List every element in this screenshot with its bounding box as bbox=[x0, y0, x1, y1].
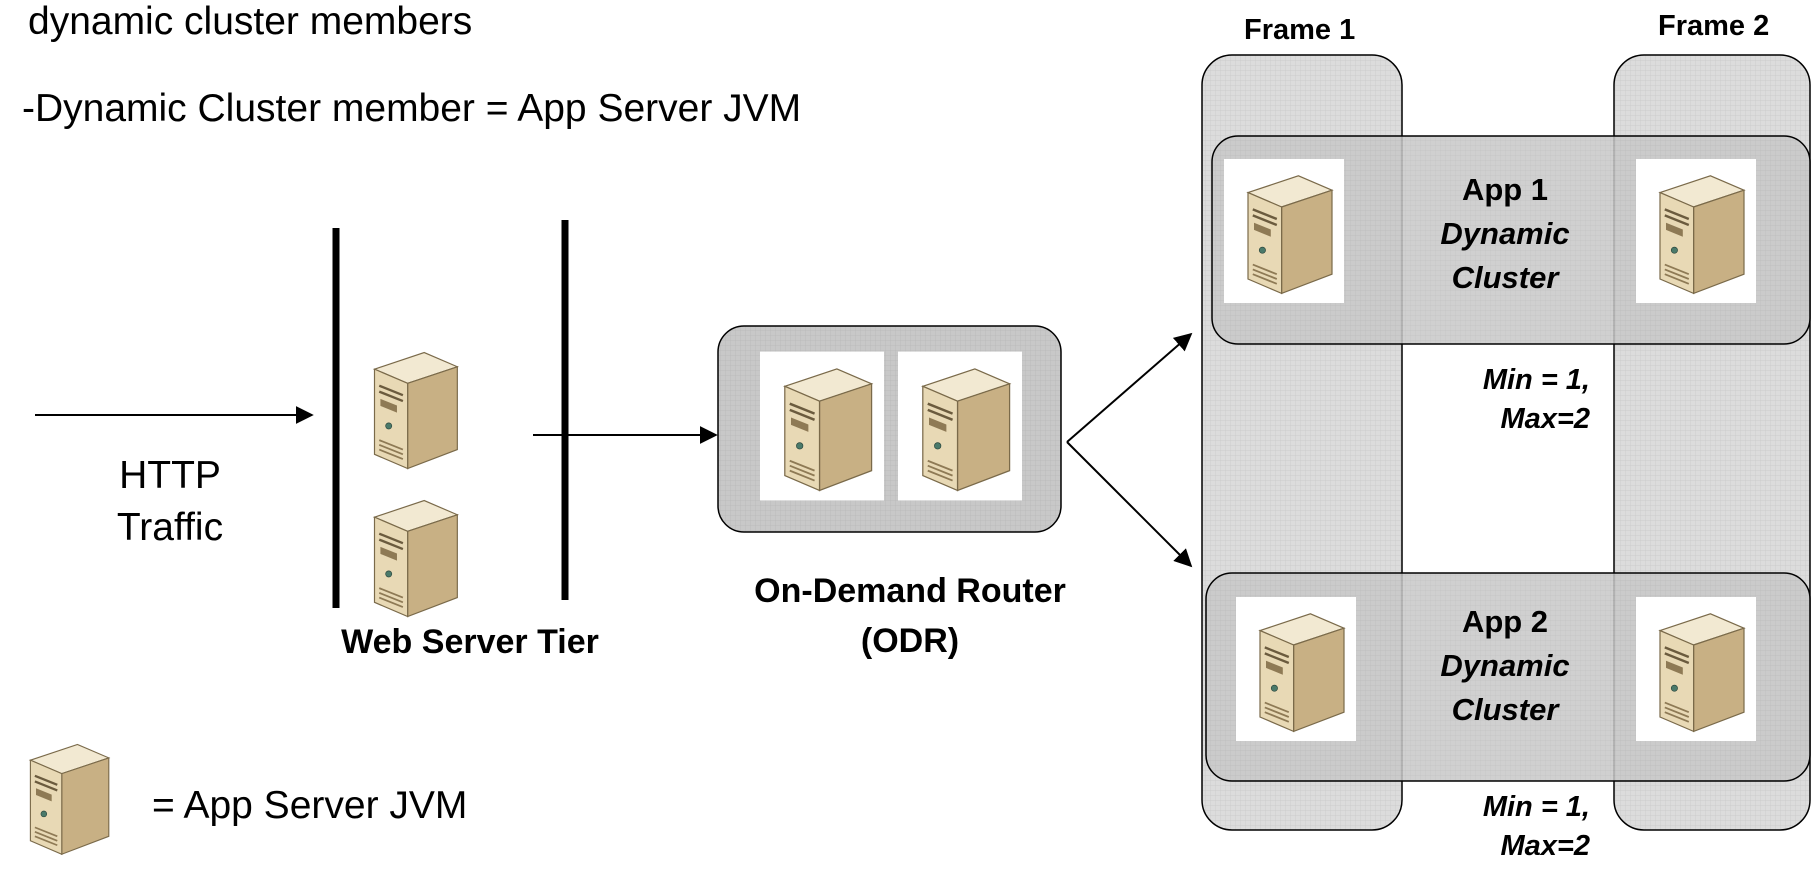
app-1-cluster-label: App 1 Dynamic Cluster bbox=[1400, 168, 1610, 300]
odr-line-1: On-Demand Router bbox=[754, 572, 1066, 610]
server-tower-icon bbox=[1236, 594, 1356, 744]
app-2-kind-line-1: Dynamic bbox=[1440, 648, 1570, 683]
server-tower-icon bbox=[1224, 156, 1344, 306]
odr-to-app1-arrow bbox=[1066, 332, 1193, 443]
server-tower-icon bbox=[1636, 156, 1756, 306]
odr-to-app2-arrow bbox=[1066, 441, 1193, 568]
web-tier-label: Web Server Tier bbox=[341, 623, 599, 661]
server-tower-icon bbox=[898, 350, 1022, 502]
frame-2-title: Frame 2 bbox=[1658, 10, 1770, 42]
app-2-name: App 2 bbox=[1461, 604, 1549, 639]
server-tower-icon bbox=[350, 336, 470, 478]
http-line-1: HTTP bbox=[119, 454, 221, 497]
app-1-max: Max=2 bbox=[1500, 403, 1590, 435]
app-2-min: Min = 1, bbox=[1482, 791, 1590, 823]
odr-line-2: (ODR) bbox=[860, 622, 960, 660]
app-1-kind-line-1: Dynamic bbox=[1440, 216, 1570, 251]
odr-label: On-Demand Router (ODR) bbox=[700, 566, 1120, 666]
intro-line-2: -Dynamic Cluster member = App Server JVM bbox=[22, 87, 802, 130]
frame-1-title: Frame 1 bbox=[1244, 14, 1356, 46]
app-2-cluster-label: App 2 Dynamic Cluster bbox=[1400, 600, 1610, 732]
server-tower-icon bbox=[760, 350, 884, 502]
app-2-minmax: Min = 1, Max=2 bbox=[1420, 788, 1590, 866]
server-tower-icon bbox=[1636, 594, 1756, 744]
app-1-kind-line-2: Cluster bbox=[1451, 260, 1559, 295]
http-traffic-label: HTTP Traffic bbox=[90, 450, 250, 554]
server-tower-icon bbox=[8, 724, 120, 868]
http-line-2: Traffic bbox=[116, 506, 224, 549]
intro-line-1: dynamic cluster members bbox=[28, 0, 473, 43]
app-1-min: Min = 1, bbox=[1482, 364, 1590, 396]
app-2-kind-line-2: Cluster bbox=[1451, 692, 1559, 727]
app-1-minmax: Min = 1, Max=2 bbox=[1420, 361, 1590, 439]
app-2-max: Max=2 bbox=[1500, 830, 1590, 862]
app-1-name: App 1 bbox=[1461, 172, 1549, 207]
legend-label: = App Server JVM bbox=[152, 784, 468, 827]
server-tower-icon bbox=[350, 484, 470, 626]
